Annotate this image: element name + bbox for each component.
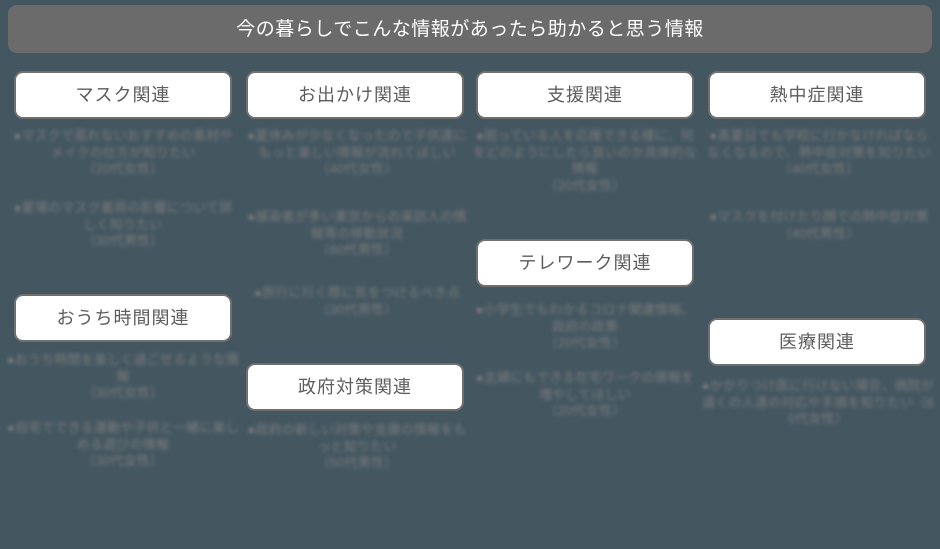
comment-home-time-1: ●おうち時間を楽しく過ごせるような情報 （30代女性） [6,352,240,401]
comment-support-1: ●困っている人を応援できる様に、何をどのようにしたら良いのか具体的な情報 （20… [472,128,698,193]
comment-heatstroke-1: ●真夏日でも学校に行かなければならなくなるので、熱中症対策を知りたい （40代女… [707,128,931,177]
category-label-medical: 医療関連 [779,332,855,352]
comment-government-1: ●政府の新しい対策や支援の情報をもっと知りたい （50代男性） [247,422,467,471]
page-title: 今の暮らしでこんな情報があったら助かると思う情報 [236,18,704,40]
category-chip-outing[interactable]: お出かけ関連 [246,71,464,119]
comment-medical-1: ●かかりつけ医に行けない場合、病院が遠くの人達の対応や手順を知りたい（60代女性… [701,378,935,427]
comment-telework-2: ●主婦にもできる在宅ワークの情報を増やしてほしい （20代女性） [475,370,695,419]
category-label-home-time: おうち時間関連 [56,308,190,328]
comment-telework-1: ●小学生でもわかるコロナ関連情報、政府の政策 （20代女性） [475,302,695,351]
category-chip-mask[interactable]: マスク関連 [14,71,232,119]
comment-outing-2: ●感染者が多い東京からの来訪人の情報等の移動状況 （60代男性） [247,209,467,258]
comment-heatstroke-2: ●マスクを付けたり顔での熱中症対策 （40代男性） [709,209,929,241]
category-label-outing: お出かけ関連 [298,85,412,105]
comment-outing-3: ●旅行に行く際に気をつけるべき点 （30代男性） [253,285,461,317]
category-chip-government[interactable]: 政府対策関連 [246,363,464,411]
category-label-telework: テレワーク関連 [518,253,652,273]
category-label-heatstroke: 熱中症関連 [769,85,865,105]
comment-home-time-2: ●自宅でできる運動や子供と一緒に楽しめる遊びの情報 （30代女性） [6,420,240,469]
category-chip-support[interactable]: 支援関連 [476,71,694,119]
category-chip-home-time[interactable]: おうち時間関連 [14,294,232,342]
category-label-mask: マスク関連 [75,85,171,105]
page-title-banner: 今の暮らしでこんな情報があったら助かると思う情報 [8,5,932,53]
category-chip-heatstroke[interactable]: 熱中症関連 [708,71,926,119]
category-label-government: 政府対策関連 [298,377,412,397]
comment-outing-1: ●夏休みが少なくなったので子供達にもっと楽しい情報が流れてほしい （40代女性） [247,128,467,177]
category-chip-telework[interactable]: テレワーク関連 [476,239,694,287]
comment-mask-1: ●マスクで蒸れないおすすめの素材やメイクの仕方が知りたい （20代女性） [13,128,233,177]
category-label-support: 支援関連 [547,85,623,105]
category-chip-medical[interactable]: 医療関連 [708,318,926,366]
comment-mask-2: ●夏場のマスク着用の影響について詳しく知りたい （30代男性） [13,200,233,249]
